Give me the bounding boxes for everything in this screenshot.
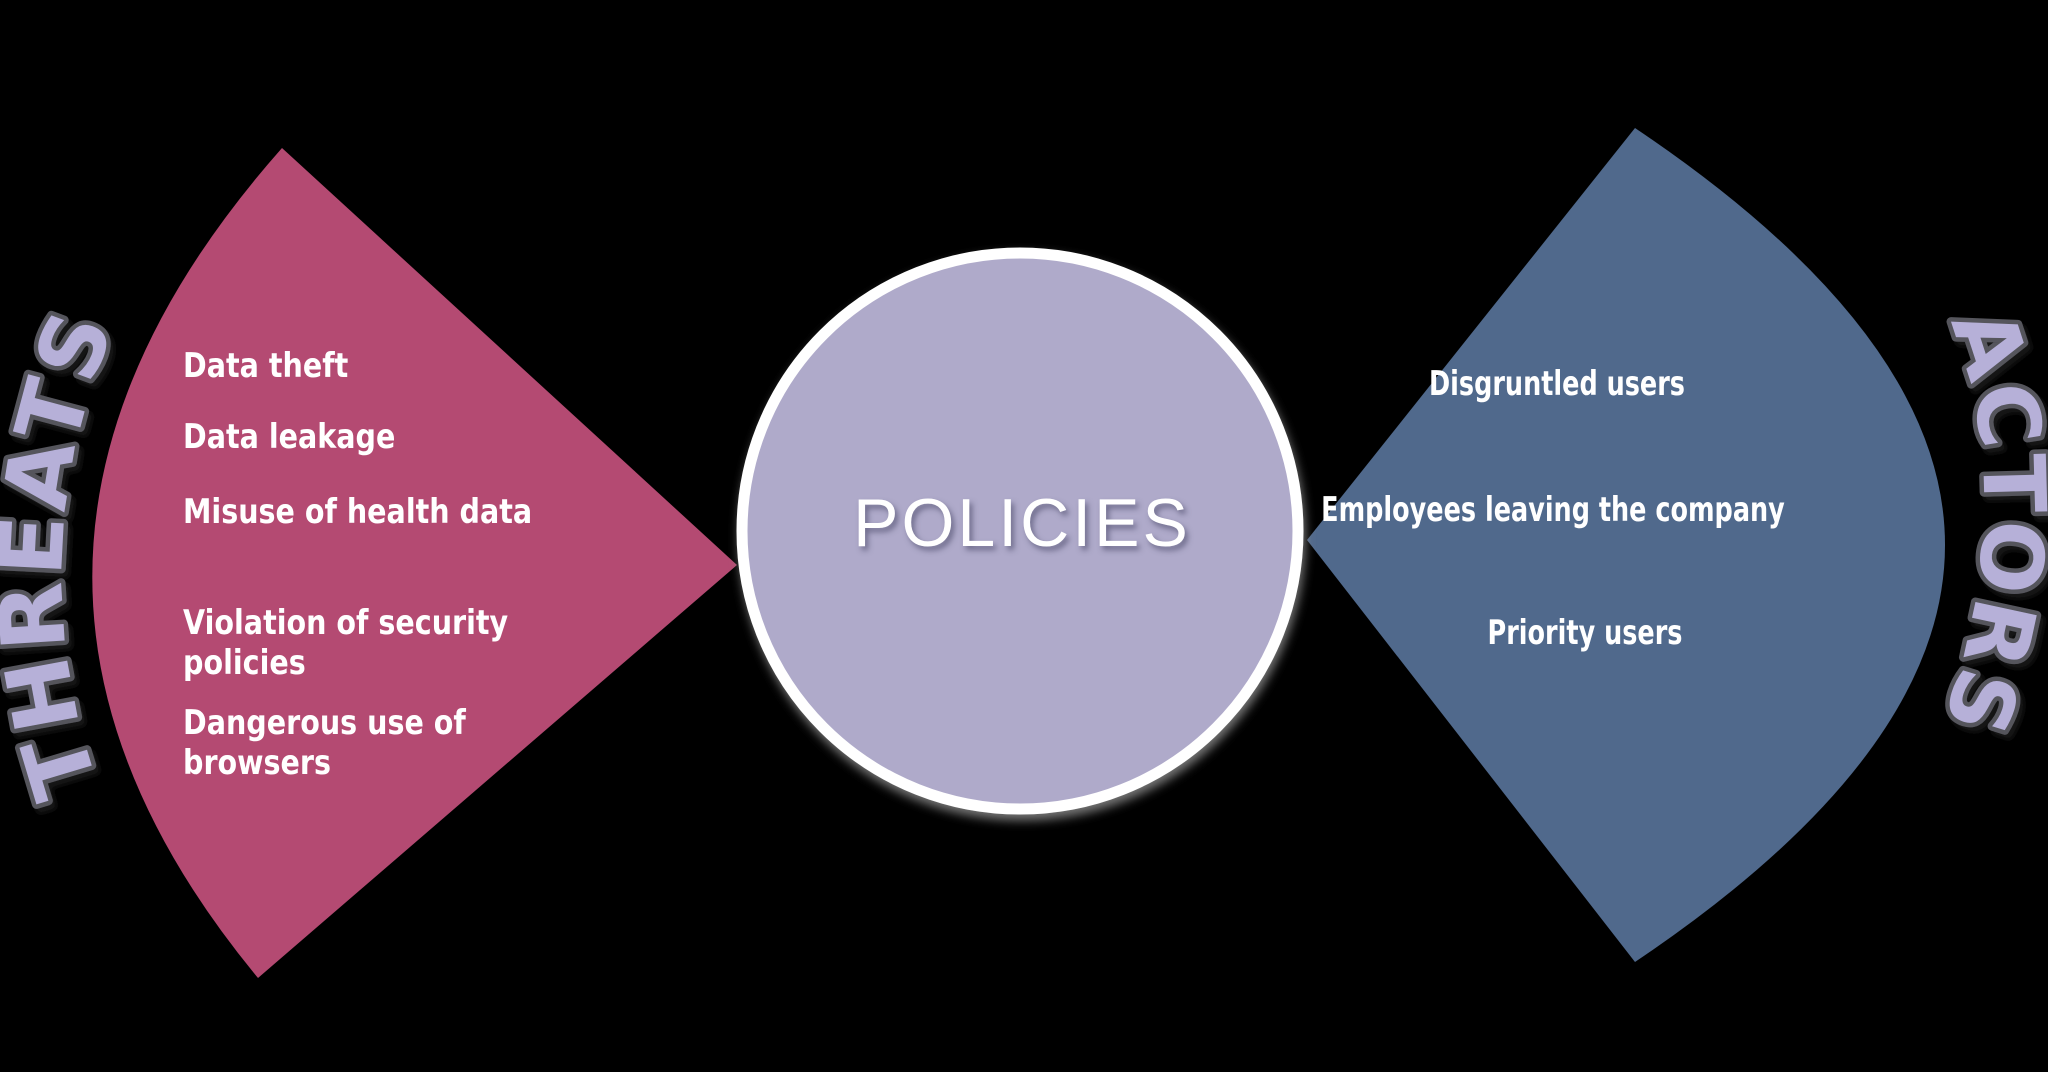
threats-fan-shape xyxy=(92,148,738,978)
threat-item-data-leakage: Data leakage xyxy=(183,417,396,457)
actor-item-priority-users: Priority users xyxy=(1487,613,1683,653)
threat-item-dangerous-browsers: Dangerous use of browsers xyxy=(183,703,466,783)
actor-item-disgruntled-users: Disgruntled users xyxy=(1429,364,1685,404)
threats-curved-title: THREATS xyxy=(0,295,134,810)
threat-item-violation-security-policies: Violation of security policies xyxy=(183,603,509,683)
actors-fan-shape xyxy=(1307,128,1945,962)
policies-circle-label: POLICIES xyxy=(853,485,1191,561)
threat-item-misuse-health-data: Misuse of health data xyxy=(183,492,533,532)
actor-item-employees-leaving: Employees leaving the company xyxy=(1321,490,1785,530)
threat-item-data-theft: Data theft xyxy=(183,346,349,386)
policies-circle xyxy=(736,247,1304,815)
